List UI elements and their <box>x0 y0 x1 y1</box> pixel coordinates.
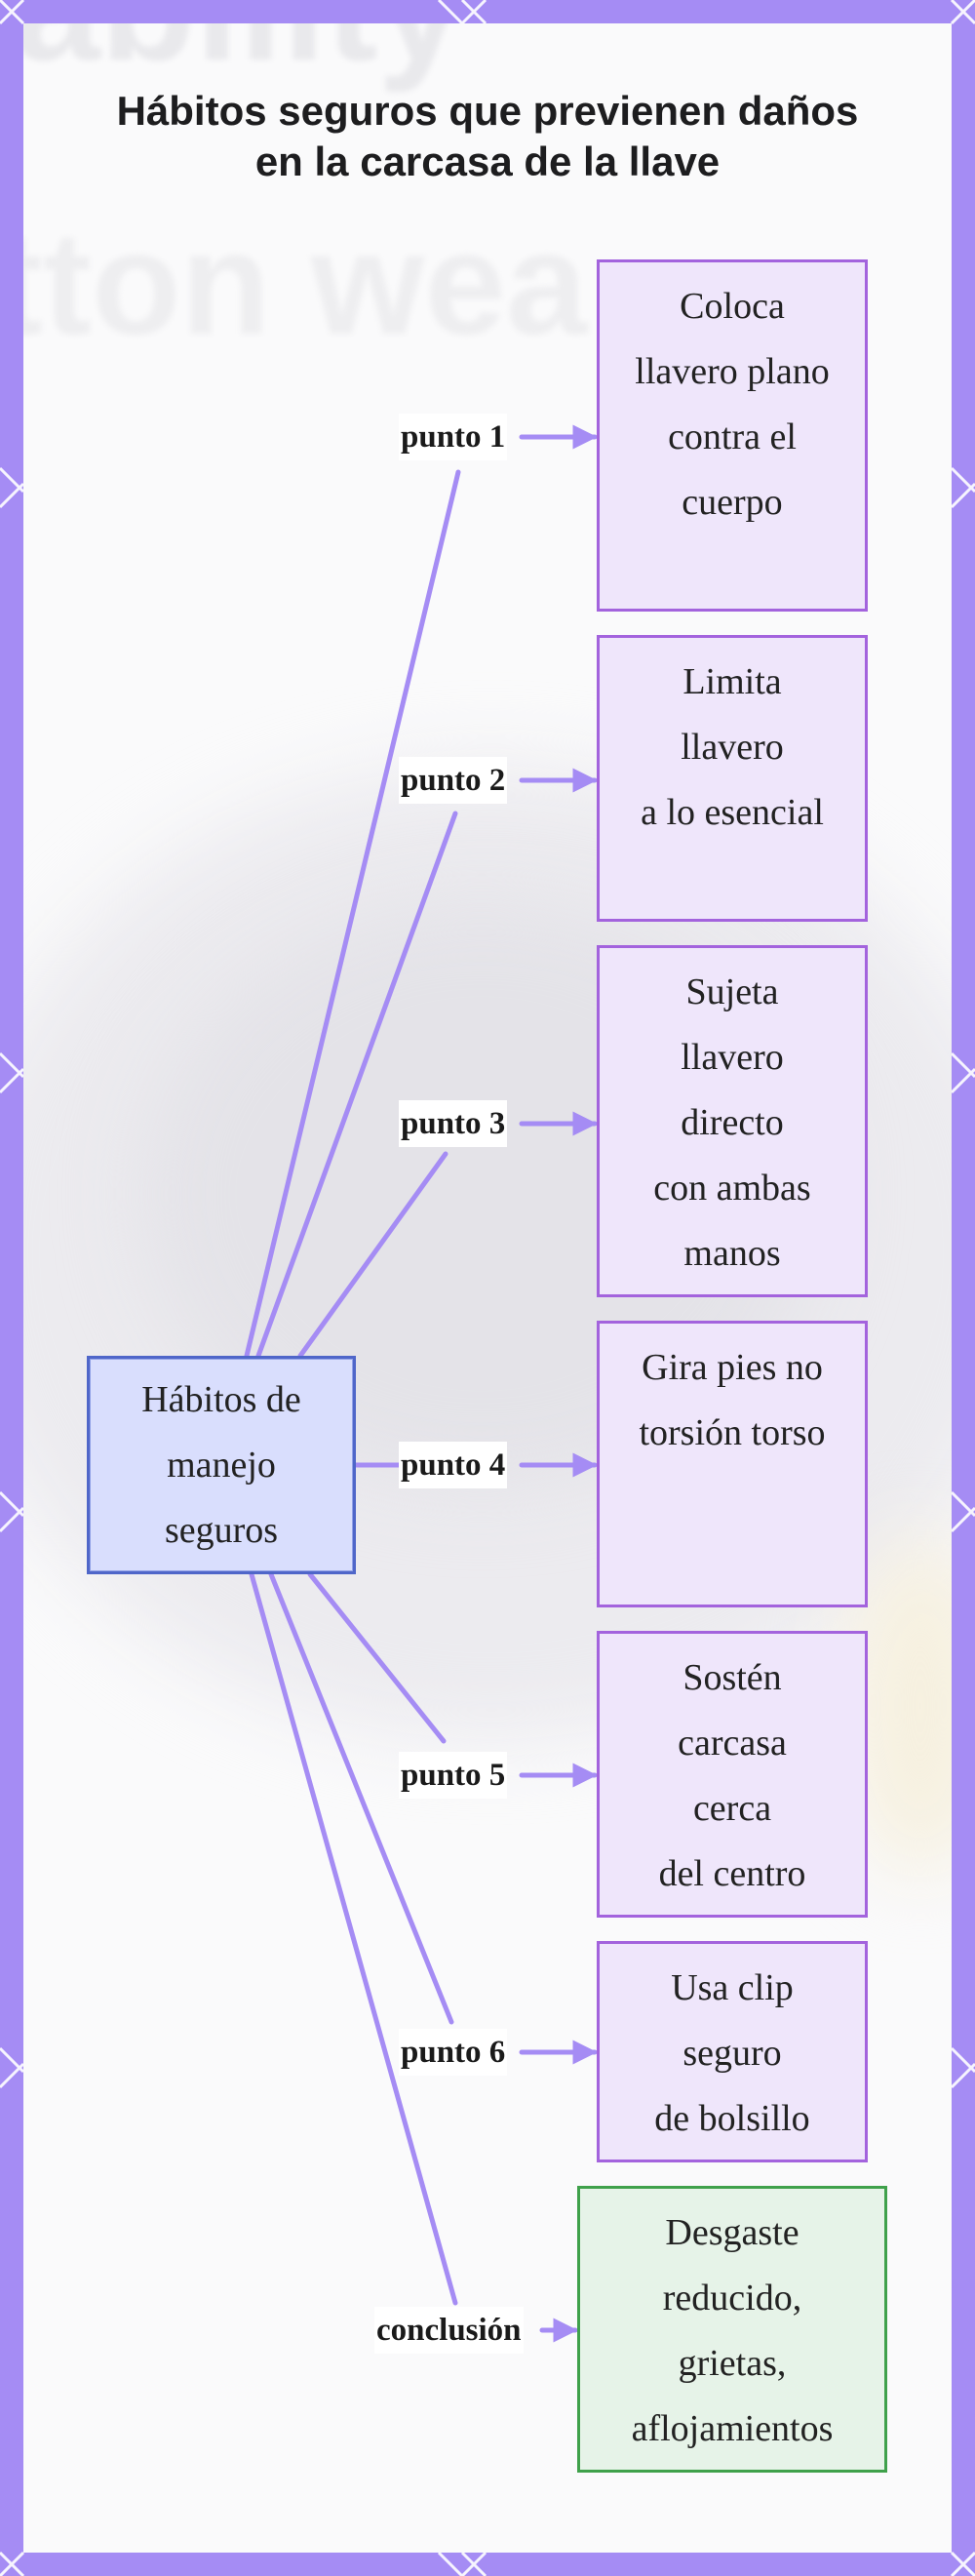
node-punto-2-line-3: a lo esencial <box>641 780 824 846</box>
node-punto-3-line-5: manos <box>683 1221 780 1287</box>
edge-label-punto-5: punto 5 <box>399 1752 507 1799</box>
node-punto-1-line-4: cuerpo <box>682 470 782 535</box>
node-punto-6-line-3: de bolsillo <box>654 2086 809 2152</box>
node-punto-6: Usa clip seguro de bolsillo <box>597 1941 868 2162</box>
node-punto-1-line-2: llavero plano <box>635 339 829 405</box>
edge-root-to-conclusion <box>252 1574 455 2303</box>
node-punto-6-line-2: seguro <box>682 2021 781 2086</box>
node-punto-5-line-3: cerca <box>693 1776 771 1842</box>
node-punto-1-line-1: Coloca <box>680 274 785 339</box>
root-node: Hábitos de manejo seguros <box>87 1356 356 1574</box>
node-punto-4-line-1: Gira pies no <box>642 1335 823 1401</box>
node-punto-1: Coloca llavero plano contra el cuerpo <box>597 259 868 612</box>
node-punto-3-line-4: con ambas <box>653 1156 810 1221</box>
node-conclusion-line-2: reducido, <box>663 2266 801 2331</box>
node-punto-1-line-3: contra el <box>668 405 797 470</box>
node-punto-4: Gira pies no torsión torso <box>597 1321 868 1607</box>
node-punto-5-line-2: carcasa <box>678 1711 787 1776</box>
node-punto-4-line-2: torsión torso <box>639 1401 825 1466</box>
root-line-3: seguros <box>165 1498 278 1564</box>
node-punto-6-line-1: Usa clip <box>671 1956 794 2021</box>
edge-root-to-punto-1 <box>247 472 458 1356</box>
node-punto-2: Limita llavero a lo esencial <box>597 635 868 922</box>
node-punto-3-line-3: directo <box>681 1090 784 1156</box>
root-line-2: manejo <box>167 1433 276 1498</box>
node-punto-3: Sujeta llavero directo con ambas manos <box>597 945 868 1297</box>
node-punto-5-line-1: Sostén <box>682 1645 781 1711</box>
edge-label-punto-3: punto 3 <box>399 1100 507 1147</box>
root-line-1: Hábitos de <box>141 1367 301 1433</box>
node-punto-5: Sostén carcasa cerca del centro <box>597 1631 868 1918</box>
node-conclusion-line-4: aflojamientos <box>632 2397 834 2462</box>
edge-label-conclusion: conclusión <box>374 2307 524 2354</box>
edge-label-punto-2: punto 2 <box>399 757 507 804</box>
edge-label-punto-4: punto 4 <box>399 1442 507 1488</box>
node-punto-2-line-1: Limita <box>682 650 781 715</box>
edge-label-punto-6: punto 6 <box>399 2029 507 2076</box>
node-punto-5-line-4: del centro <box>659 1842 806 1907</box>
edge-label-punto-1: punto 1 <box>399 414 507 460</box>
node-punto-2-line-2: llavero <box>681 715 784 780</box>
node-punto-3-line-1: Sujeta <box>686 960 779 1025</box>
node-punto-3-line-2: llavero <box>681 1025 784 1090</box>
node-conclusion: Desgaste reducido, grietas, aflojamiento… <box>577 2186 887 2473</box>
node-conclusion-line-3: grietas, <box>679 2331 787 2397</box>
node-conclusion-line-1: Desgaste <box>665 2200 799 2266</box>
